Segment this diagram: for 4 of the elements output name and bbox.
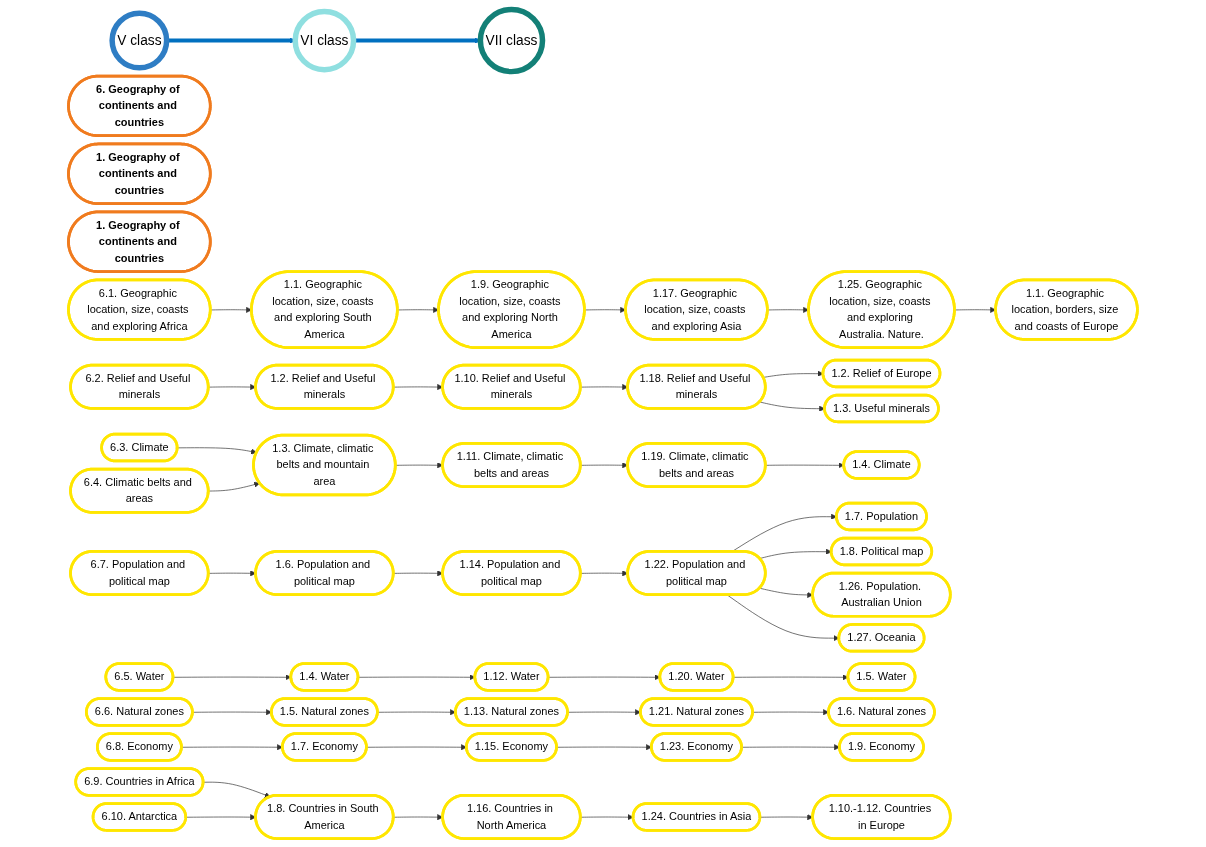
node-circle: VII class (477, 6, 546, 74)
node-circle: VI class (292, 8, 357, 72)
node-circle: V class (109, 10, 170, 71)
arrow (353, 37, 481, 44)
